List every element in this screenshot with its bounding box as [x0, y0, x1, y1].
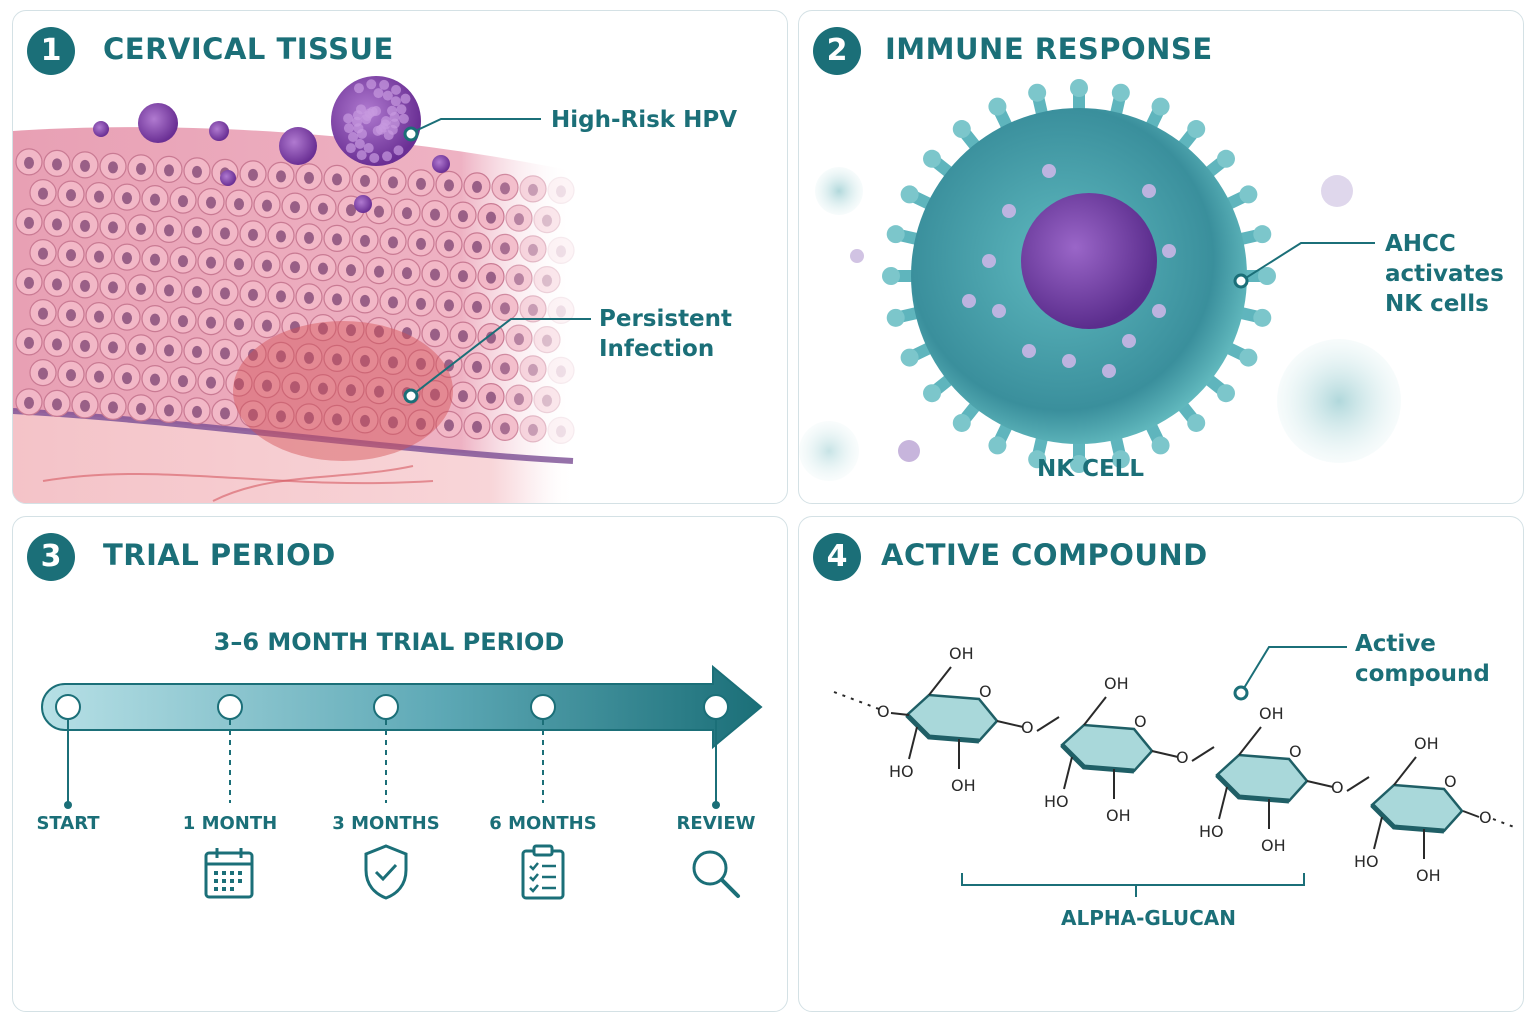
alpha-glucan-structure: O OH HO OH O O OH HO OH O O OH HO OH O O OH HO OH O O — [833, 644, 1515, 897]
svg-text:OH: OH — [949, 644, 974, 663]
svg-text:O: O — [877, 702, 890, 721]
hpv-callout-line — [403, 118, 541, 142]
cervical-tissue-illustration — [13, 76, 591, 503]
svg-text:OH: OH — [951, 776, 976, 795]
infection-label: Infection — [599, 336, 715, 362]
hpv-virus-group — [93, 76, 450, 213]
hpv-label: High-Risk HPV — [551, 107, 738, 133]
svg-text:OH: OH — [1416, 866, 1441, 885]
panel-title: ACTIVE COMPOUND — [881, 538, 1208, 572]
panel-active-compound: O OH HO OH O O OH HO OH O O OH HO OH O O OH HO OH O O 4 ACTI… — [798, 516, 1524, 1012]
nk-cell-label: NK CELL — [1037, 456, 1144, 482]
svg-text:OH: OH — [1106, 806, 1131, 825]
panel-number-badge: 1 — [27, 27, 75, 75]
svg-text:HO: HO — [1354, 852, 1379, 871]
compound-callout-line — [1233, 646, 1347, 701]
nk-cell-illustration — [799, 79, 1401, 481]
milestone-review-label: REVIEW — [676, 813, 756, 834]
ahcc-callout-line — [1233, 242, 1375, 289]
svg-text:O: O — [1479, 808, 1492, 827]
activates-label: activates — [1385, 261, 1504, 287]
clipboard-checklist-icon — [521, 844, 565, 900]
panel-title: CERVICAL TISSUE — [103, 32, 394, 66]
svg-text:O: O — [1176, 748, 1189, 767]
svg-text:OH: OH — [1261, 836, 1286, 855]
polymer-bracket — [961, 873, 1305, 897]
infection-patch — [233, 321, 453, 461]
svg-text:O: O — [979, 682, 992, 701]
milestone-start-label: START — [36, 813, 100, 834]
background-cell — [1277, 339, 1401, 463]
panel-immune-response: 2 IMMUNE RESPONSE AHCC activates NK cell… — [798, 10, 1524, 504]
svg-text:O: O — [1134, 712, 1147, 731]
svg-text:HO: HO — [1044, 792, 1069, 811]
panel-title: IMMUNE RESPONSE — [885, 32, 1213, 66]
milestone-6-months-label: 6 MONTHS — [489, 813, 597, 834]
svg-text:O: O — [1289, 742, 1302, 761]
panel-trial-period: 3 TRIAL PERIOD 3–6 MONTH TRIAL PERIOD ST… — [12, 516, 788, 1012]
timeline-arrow — [41, 664, 763, 750]
panel-number-badge: 4 — [813, 533, 861, 581]
timeline-graphic — [41, 664, 763, 809]
epithelium-layer — [13, 127, 575, 503]
panel-number-badge: 3 — [27, 533, 75, 581]
panel-cervical-tissue: 1 CERVICAL TISSUE High-Risk HPV Persiste… — [12, 10, 788, 504]
timeline-heading: 3–6 MONTH TRIAL PERIOD — [213, 628, 565, 656]
svg-text:OH: OH — [1414, 734, 1439, 753]
alpha-glucan-label: ALPHA-GLUCAN — [1061, 906, 1236, 930]
persistent-label: Persistent — [599, 306, 733, 332]
svg-text:OH: OH — [1104, 674, 1129, 693]
calendar-icon — [204, 848, 254, 899]
svg-text:HO: HO — [889, 762, 914, 781]
svg-text:OH: OH — [1259, 704, 1284, 723]
infection-callout-line — [403, 318, 591, 404]
panel-number-badge: 2 — [813, 27, 861, 75]
ahcc-label: AHCC — [1385, 231, 1456, 257]
milestone-3-months-label: 3 MONTHS — [332, 813, 440, 834]
compound-label: compound — [1355, 661, 1490, 687]
magnifier-icon — [692, 850, 740, 898]
nk-cell-nucleus — [1021, 193, 1157, 329]
svg-text:O: O — [1331, 778, 1344, 797]
panel-title: TRIAL PERIOD — [103, 538, 336, 572]
shield-check-icon — [364, 844, 408, 900]
nk-cells-label: NK cells — [1385, 291, 1489, 317]
svg-text:HO: HO — [1199, 822, 1224, 841]
active-label: Active — [1355, 631, 1436, 657]
milestone-1-month-label: 1 MONTH — [182, 813, 278, 834]
svg-text:O: O — [1444, 772, 1457, 791]
svg-text:O: O — [1021, 718, 1034, 737]
